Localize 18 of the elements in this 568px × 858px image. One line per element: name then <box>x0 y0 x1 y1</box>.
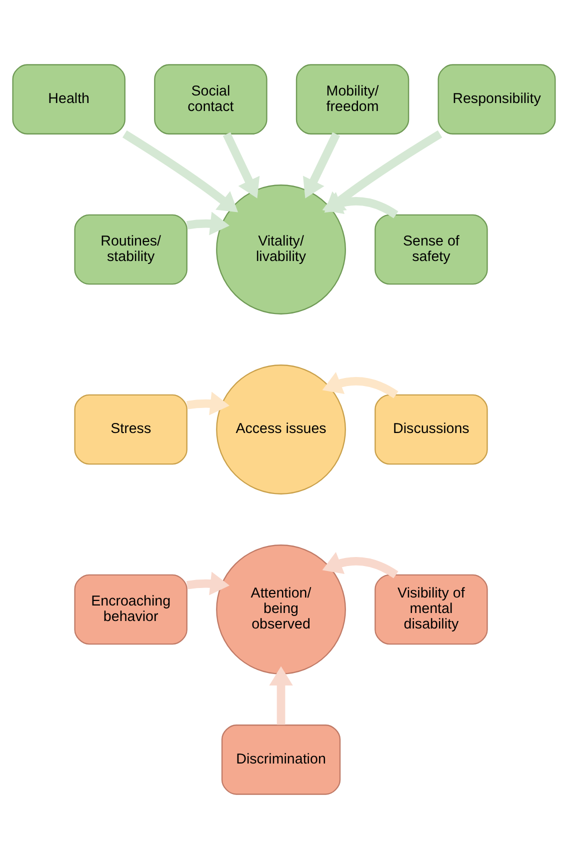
arrow <box>222 132 260 198</box>
arrow <box>186 211 230 235</box>
node-box: Sense of safety <box>374 214 488 284</box>
arrow <box>322 552 398 578</box>
node-box: Visibility of mental disability <box>374 574 488 644</box>
node-box: Social contact <box>154 64 268 134</box>
node-box: Encroaching behavior <box>74 574 188 644</box>
node-box: Health <box>12 64 126 134</box>
arrow <box>122 130 238 212</box>
node-box: Mobility/ freedom <box>296 64 410 134</box>
node-box: Routines/ stability <box>74 214 188 284</box>
node-box: Stress <box>74 394 188 464</box>
arrow <box>269 666 293 724</box>
arrow <box>302 132 340 198</box>
node-box: Discrimination <box>221 724 341 794</box>
node-box: Responsibility <box>438 64 556 134</box>
arrow <box>322 372 398 398</box>
node-box: Discussions <box>374 394 488 464</box>
